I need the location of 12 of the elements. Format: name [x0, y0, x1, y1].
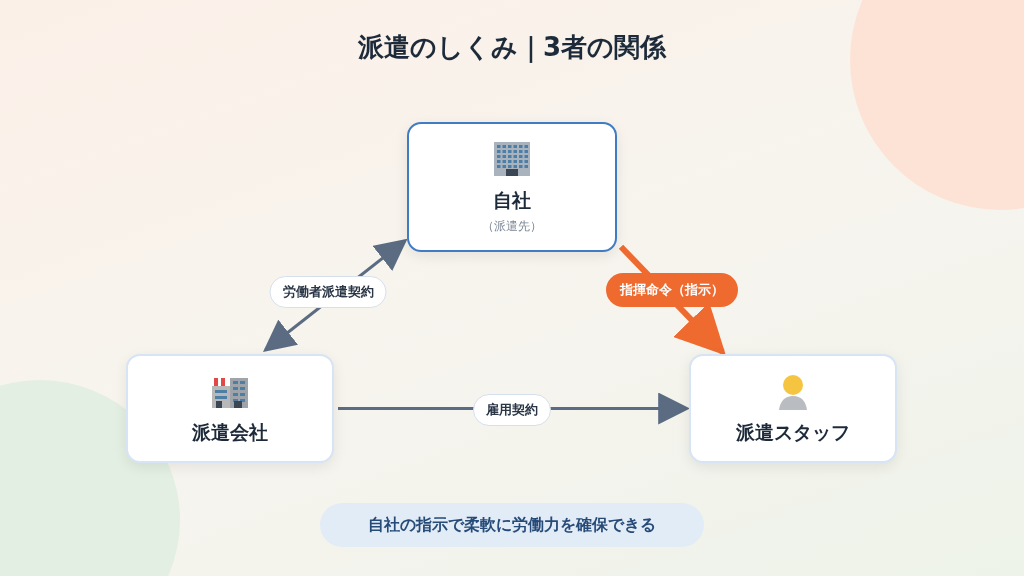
node-title: 派遣スタッフ	[736, 419, 850, 445]
node-title: 派遣会社	[192, 419, 268, 445]
node-subtitle: （派遣先）	[482, 217, 542, 235]
edge-label: 雇用契約	[473, 394, 551, 426]
edge-label: 指揮命令（指示）	[606, 273, 738, 307]
title: 派遣のしくみ｜3者の関係	[356, 31, 668, 65]
party-box	[689, 354, 897, 463]
party-box	[126, 354, 334, 463]
edge-label: 労働者派遣契約	[269, 276, 387, 308]
node-title: 自社	[493, 187, 531, 213]
client-box	[407, 122, 617, 252]
node-title: 自社の指示で柔軟に労働力を確保できる	[368, 514, 656, 536]
